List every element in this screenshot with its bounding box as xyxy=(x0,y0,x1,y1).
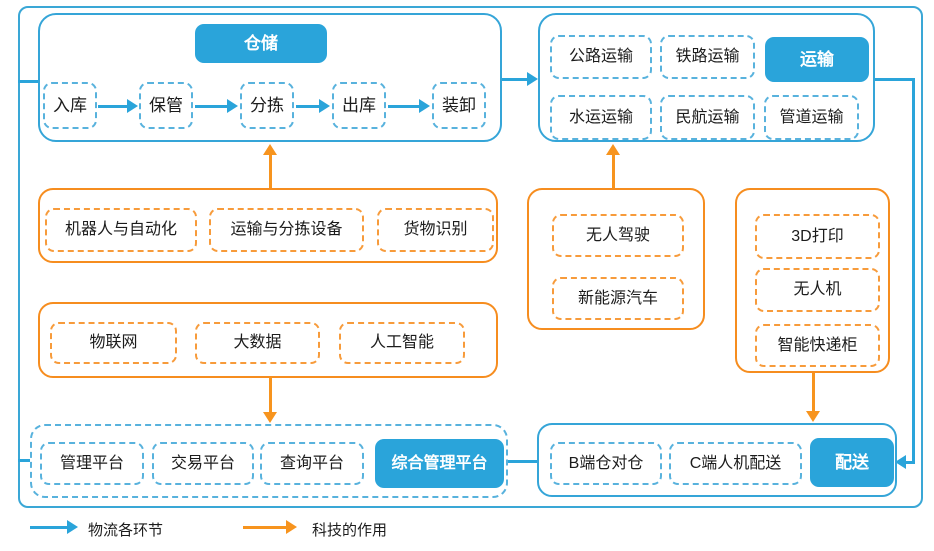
transport-mode-label: 民航运输 xyxy=(675,108,740,126)
tech-big-data: 大数据 xyxy=(195,322,320,364)
warehouse-step-label: 入库 xyxy=(53,96,87,115)
warehouse-group: 仓储 入库 保管 分拣 出库 装卸 xyxy=(38,13,502,142)
delivery-item-label: B端仓对仓 xyxy=(568,454,644,472)
tech-ai: 人工智能 xyxy=(339,322,465,364)
tech-robotics-automation: 机器人与自动化 xyxy=(45,208,197,252)
warehouse-step-inbound: 入库 xyxy=(43,82,97,129)
flow-arrow-warehouse-to-transport xyxy=(502,72,538,86)
legend-tech-label: 科技的作用 xyxy=(312,522,388,539)
transport-mode-water: 水运运输 xyxy=(550,95,652,140)
transport-title: 运输 xyxy=(800,50,834,69)
tech-arrow-to-warehouse xyxy=(263,144,277,188)
tech-transport-sorting-equipment: 运输与分拣设备 xyxy=(209,208,364,252)
tech-item-label: 人工智能 xyxy=(369,334,434,351)
tech-item-label: 新能源汽车 xyxy=(577,289,658,307)
delivery-title: 配送 xyxy=(835,453,869,472)
tech-item-label: 3D打印 xyxy=(791,227,844,245)
tech-item-label: 货物识别 xyxy=(403,221,468,238)
tech-cargo-identification: 货物识别 xyxy=(377,208,494,252)
frame-stub-platform xyxy=(18,459,30,462)
warehouse-step-loading: 装卸 xyxy=(432,82,486,129)
warehouse-step-label: 装卸 xyxy=(442,96,476,115)
frame-stub-warehouse xyxy=(18,80,38,83)
warehouse-step-outbound: 出库 xyxy=(332,82,386,129)
transport-mode-air: 民航运输 xyxy=(660,95,755,140)
warehouse-title-badge: 仓储 xyxy=(195,24,327,63)
platform-group: 管理平台 交易平台 查询平台 综合管理平台 xyxy=(30,424,508,498)
warehouse-tech-group: 机器人与自动化 运输与分拣设备 货物识别 xyxy=(38,188,498,263)
tech-3d-printing: 3D打印 xyxy=(755,214,880,259)
platform-item-label: 交易平台 xyxy=(170,454,235,472)
tech-smart-locker: 智能快递柜 xyxy=(755,324,880,367)
legend-tech-arrow-icon xyxy=(243,520,297,534)
transport-tech-group: 无人驾驶 新能源汽车 xyxy=(527,188,705,330)
connector-transport-right-vertical xyxy=(912,78,915,462)
tech-driverless: 无人驾驶 xyxy=(552,214,684,257)
warehouse-step-label: 出库 xyxy=(342,96,376,115)
delivery-title-badge: 配送 xyxy=(810,438,894,487)
flow-arrow-icon xyxy=(195,99,238,113)
transport-group: 公路运输 铁路运输 运输 水运运输 民航运输 管道运输 xyxy=(538,13,875,142)
legend-flow-arrow-icon xyxy=(30,520,78,534)
delivery-b2b: B端仓对仓 xyxy=(550,442,662,485)
platform-query: 查询平台 xyxy=(260,442,364,485)
warehouse-title: 仓储 xyxy=(244,34,278,53)
transport-mode-label: 铁路运输 xyxy=(675,48,740,65)
platform-title-badge: 综合管理平台 xyxy=(375,439,504,488)
transport-mode-label: 公路运输 xyxy=(568,48,633,65)
transport-mode-label: 水运运输 xyxy=(568,108,633,126)
diagram-outer-frame xyxy=(18,6,923,508)
delivery-group: B端仓对仓 C端人机配送 配送 xyxy=(537,423,897,497)
tech-arrow-to-delivery xyxy=(806,373,820,422)
tech-item-label: 无人驾驶 xyxy=(585,226,650,244)
tech-item-label: 物联网 xyxy=(89,334,138,351)
warehouse-step-sorting: 分拣 xyxy=(240,82,294,129)
delivery-tech-group: 3D打印 无人机 智能快递柜 xyxy=(735,188,890,373)
flow-arrow-icon xyxy=(296,99,330,113)
connector-transport-right-horizontal xyxy=(875,78,915,81)
tech-item-label: 机器人与自动化 xyxy=(64,221,177,238)
delivery-c-drone: C端人机配送 xyxy=(669,442,802,485)
legend-flow-label: 物流各环节 xyxy=(88,522,164,539)
transport-mode-label: 管道运输 xyxy=(779,108,844,126)
transport-mode-road: 公路运输 xyxy=(550,35,652,79)
warehouse-step-label: 分拣 xyxy=(250,96,284,115)
tech-arrow-to-platform xyxy=(263,377,277,423)
flow-arrow-icon xyxy=(388,99,430,113)
tech-arrow-to-transport xyxy=(606,144,620,188)
flow-arrow-into-delivery xyxy=(895,455,915,469)
warehouse-step-label: 保管 xyxy=(149,96,183,115)
tech-drone: 无人机 xyxy=(755,268,880,312)
connector-platform-to-delivery xyxy=(508,460,537,463)
transport-title-badge: 运输 xyxy=(765,37,869,82)
platform-tech-group: 物联网 大数据 人工智能 xyxy=(38,302,498,378)
warehouse-step-storage: 保管 xyxy=(139,82,193,129)
transport-mode-pipeline: 管道运输 xyxy=(764,95,859,140)
tech-item-label: 运输与分拣设备 xyxy=(230,221,343,238)
platform-title: 综合管理平台 xyxy=(391,454,488,472)
transport-mode-rail: 铁路运输 xyxy=(660,35,755,79)
tech-item-label: 智能快递柜 xyxy=(777,336,858,354)
platform-item-label: 管理平台 xyxy=(59,454,124,472)
platform-item-label: 查询平台 xyxy=(279,454,344,472)
platform-trading: 交易平台 xyxy=(152,442,254,485)
platform-management: 管理平台 xyxy=(40,442,144,485)
tech-new-energy-vehicle: 新能源汽车 xyxy=(552,277,684,320)
tech-item-label: 无人机 xyxy=(793,281,842,298)
tech-item-label: 大数据 xyxy=(233,334,282,351)
tech-iot: 物联网 xyxy=(50,322,177,364)
flow-arrow-icon xyxy=(98,99,138,113)
delivery-item-label: C端人机配送 xyxy=(689,454,782,472)
